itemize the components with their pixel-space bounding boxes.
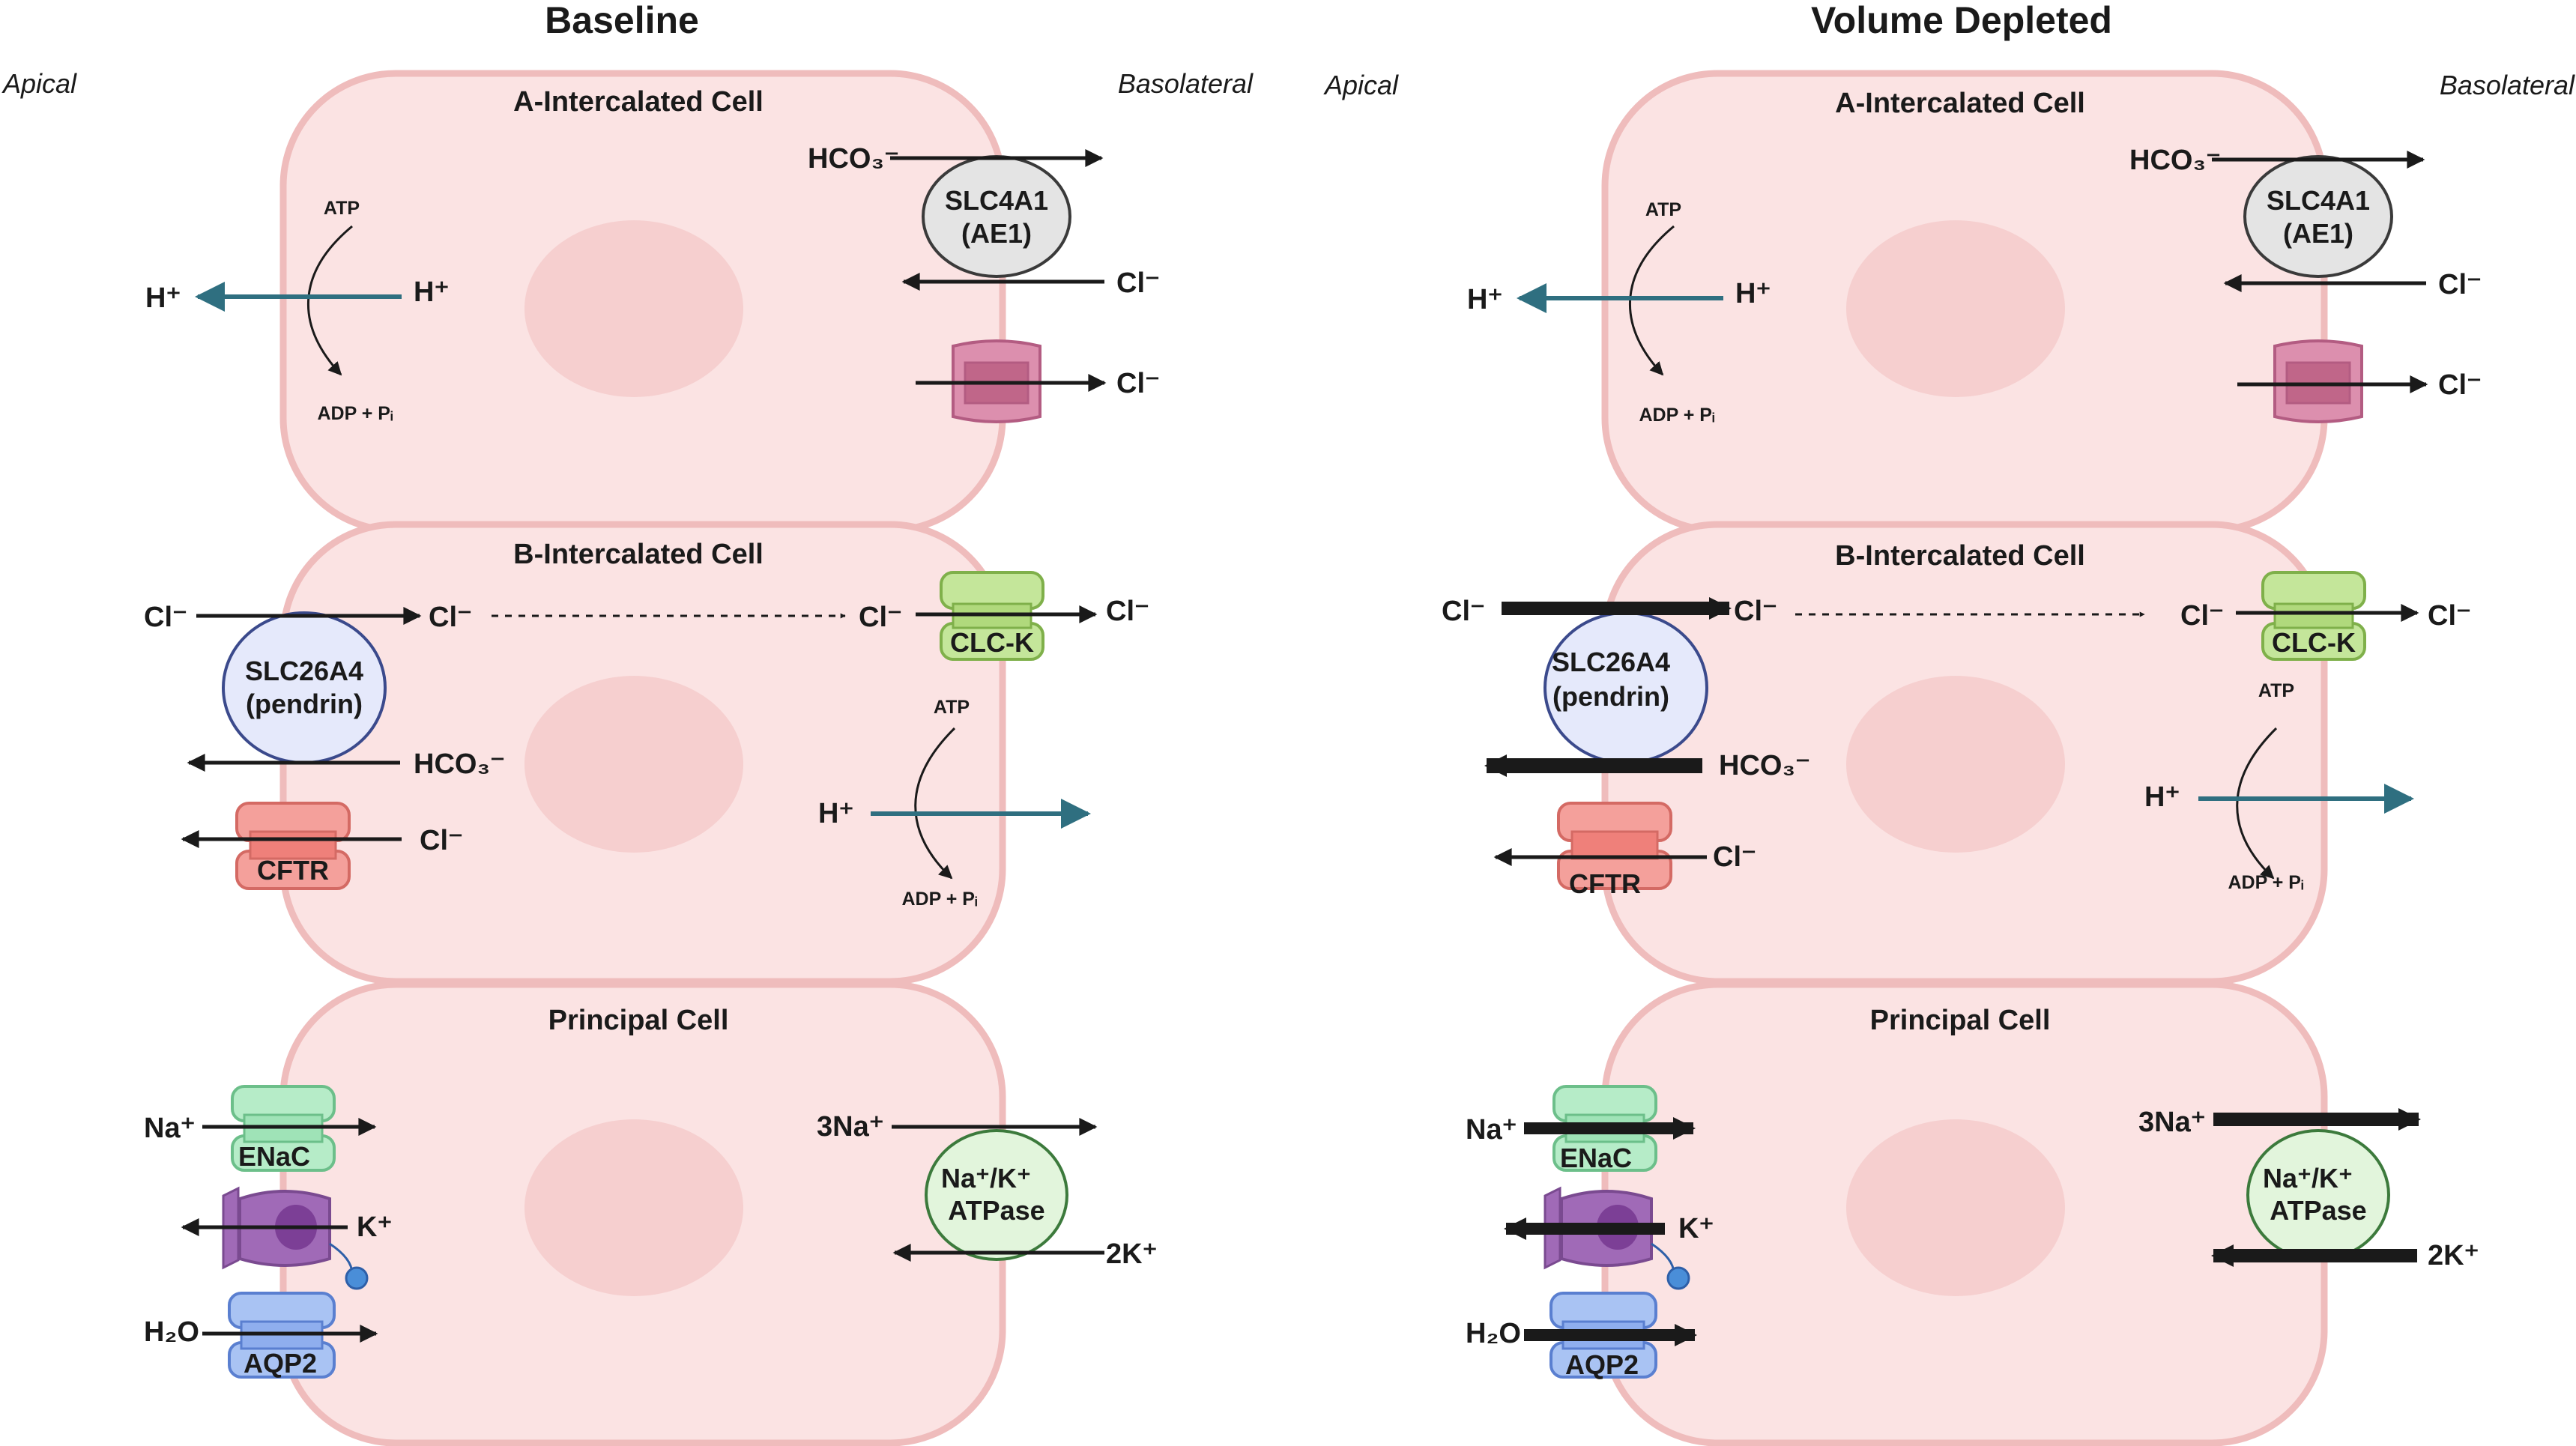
slc4a1-label: SLC4A1 xyxy=(2267,185,2370,216)
clck-label: CLC-K xyxy=(2272,627,2356,658)
apical-label: Apical xyxy=(1323,70,1399,100)
h-label: H⁺ xyxy=(2144,781,2180,813)
cftr-label: CFTR xyxy=(257,855,329,886)
enac-label: ENaC xyxy=(238,1141,310,1172)
basolateral-label: Basolateral xyxy=(2440,70,2575,100)
atp-label: ATP xyxy=(1645,199,1681,220)
atp-label: ATP xyxy=(2258,680,2294,701)
b-cell-name: B-Intercalated Cell xyxy=(1835,540,2085,572)
hco3-label: HCO₃⁻ xyxy=(414,748,505,780)
cl-mid-label: Cl⁻ xyxy=(1734,596,1777,627)
atpase-label: ATPase xyxy=(2270,1195,2366,1226)
h-right-label: H⁺ xyxy=(1735,278,1771,309)
hco3-label: HCO₃⁻ xyxy=(2129,145,2221,176)
h2o-label: H₂O xyxy=(144,1316,199,1348)
panel-title: Baseline xyxy=(545,0,699,41)
h-right-label: H⁺ xyxy=(414,276,450,308)
adp-label: ADP + Pᵢ xyxy=(317,403,393,424)
hco3-label: HCO₃⁻ xyxy=(808,143,899,175)
cftr-label: CFTR xyxy=(1569,868,1641,899)
adp-label: ADP + Pᵢ xyxy=(1639,405,1714,426)
cl-mid-label: Cl⁻ xyxy=(429,602,472,633)
pendrin-sublabel: (pendrin) xyxy=(246,689,363,719)
nak-label: Na⁺/K⁺ xyxy=(2263,1163,2353,1194)
h-label: H⁺ xyxy=(818,798,854,829)
na3-label: 3Na⁺ xyxy=(817,1111,884,1143)
adp-label: ADP + Pᵢ xyxy=(2228,872,2303,893)
atp-label: ATP xyxy=(934,697,970,718)
pendrin-label: SLC26A4 xyxy=(1552,647,1670,677)
ae1-label: (AE1) xyxy=(961,218,1032,249)
cl-dash-end-label: Cl⁻ xyxy=(859,602,902,633)
aqp2-label: AQP2 xyxy=(1565,1349,1639,1380)
cl-in-label: Cl⁻ xyxy=(1116,267,1160,299)
cl-left-label: Cl⁻ xyxy=(1442,596,1485,627)
enac-label: ENaC xyxy=(1560,1143,1632,1173)
panel-title: Volume Depleted xyxy=(1811,0,2112,41)
k2-label: 2K⁺ xyxy=(1106,1238,1158,1270)
a-cell-name: A-Intercalated Cell xyxy=(513,86,764,118)
apical-label: Apical xyxy=(1,68,77,99)
atpase-label: ATPase xyxy=(948,1195,1044,1226)
cl-out-label: Cl⁻ xyxy=(2438,369,2482,401)
cl-right-label: Cl⁻ xyxy=(1106,596,1149,627)
cftr-cl-label: Cl⁻ xyxy=(420,825,463,856)
h-left-label: H⁺ xyxy=(145,282,181,314)
cftr-cl-label: Cl⁻ xyxy=(1713,841,1756,873)
h2o-label: H₂O xyxy=(1466,1318,1521,1349)
k2-label: 2K⁺ xyxy=(2428,1240,2479,1271)
a-cell-name: A-Intercalated Cell xyxy=(1835,88,2085,119)
pendrin-sublabel: (pendrin) xyxy=(1552,681,1669,712)
na-label: Na⁺ xyxy=(144,1113,196,1144)
pendrin-label: SLC26A4 xyxy=(245,656,363,686)
na-label: Na⁺ xyxy=(1466,1114,1517,1146)
hco3-label: HCO₃⁻ xyxy=(1719,750,1810,781)
aqp2-label: AQP2 xyxy=(244,1348,317,1379)
na3-label: 3Na⁺ xyxy=(2138,1107,2206,1138)
k-label: K⁺ xyxy=(357,1211,393,1243)
slc4a1-label: SLC4A1 xyxy=(945,185,1048,216)
cl-in-label: Cl⁻ xyxy=(2438,269,2482,300)
b-cell-name: B-Intercalated Cell xyxy=(513,539,764,570)
basolateral-label: Basolateral xyxy=(1118,68,1254,99)
baseline-panel: Baseline Apical Basolateral A-Intercalat… xyxy=(1,0,1254,1443)
cl-dash-end-label: Cl⁻ xyxy=(2180,600,2224,632)
adp-label: ADP + Pᵢ xyxy=(901,889,977,910)
cl-right-label: Cl⁻ xyxy=(2428,600,2471,632)
principal-cell-name: Principal Cell xyxy=(1870,1005,2051,1036)
atp-label: ATP xyxy=(324,198,360,219)
cl-left-label: Cl⁻ xyxy=(144,602,187,633)
volume-depleted-panel: Volume Depleted Apical Basolateral A-Int… xyxy=(1323,0,2575,1443)
ae1-label: (AE1) xyxy=(2283,218,2353,249)
principal-cell-name: Principal Cell xyxy=(548,1005,729,1036)
k-label: K⁺ xyxy=(1678,1213,1714,1244)
cl-out-label: Cl⁻ xyxy=(1116,368,1160,399)
clck-label: CLC-K xyxy=(950,627,1034,658)
nak-label: Na⁺/K⁺ xyxy=(941,1163,1031,1194)
h-left-label: H⁺ xyxy=(1467,284,1503,315)
